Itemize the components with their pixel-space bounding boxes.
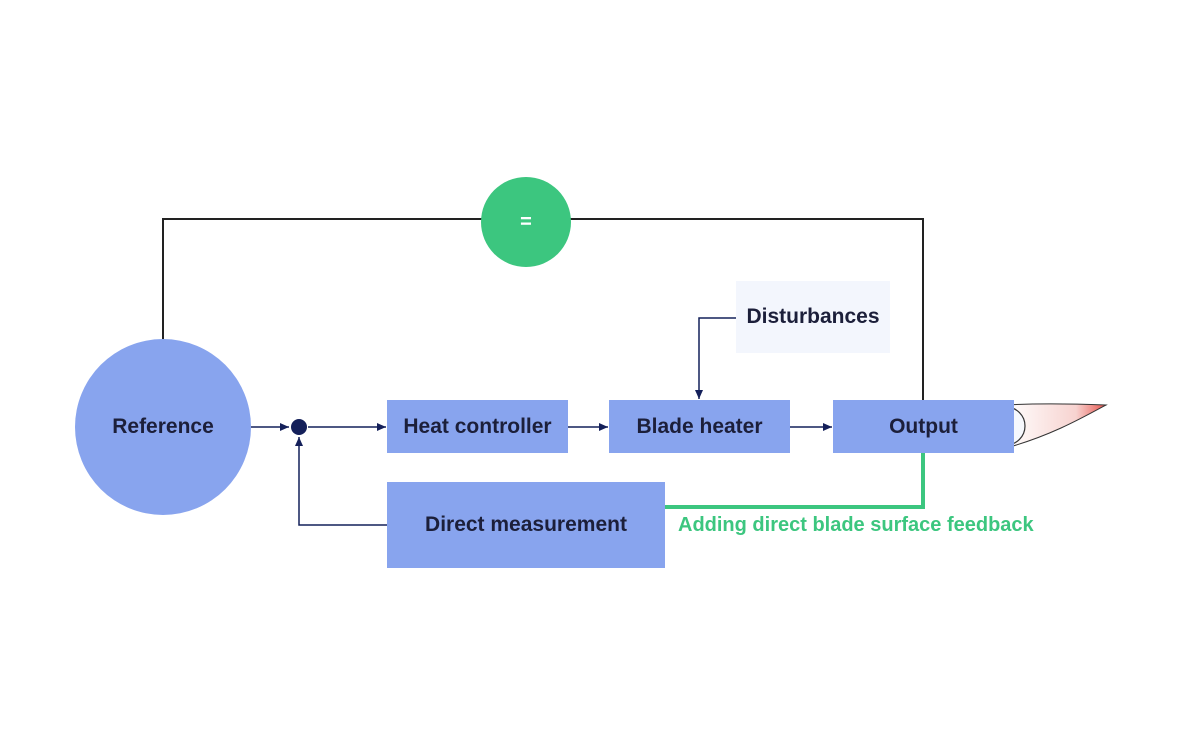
reference-circle: Reference bbox=[75, 339, 251, 515]
disturbances-label: Disturbances bbox=[746, 305, 880, 328]
direct-measurement-block: Direct measurement bbox=[387, 482, 665, 568]
output-block: Output bbox=[833, 400, 1014, 453]
summing-junction bbox=[291, 419, 307, 435]
blade-heater-label: Blade heater bbox=[636, 414, 763, 438]
heat-controller-block: Heat controller bbox=[387, 400, 568, 453]
disturbances-box: Disturbances bbox=[736, 281, 890, 353]
direct-feedback-line bbox=[665, 453, 925, 509]
compare-label: = bbox=[520, 210, 532, 233]
feedback-arrow bbox=[295, 437, 387, 526]
blade-heater-block: Blade heater bbox=[609, 400, 790, 453]
disturbances-arrow bbox=[695, 317, 736, 399]
reference-label: Reference bbox=[112, 415, 214, 438]
compare-circle: = bbox=[481, 177, 571, 267]
output-label: Output bbox=[889, 414, 958, 438]
feedback-annotation: Adding direct blade surface feedback bbox=[678, 514, 1034, 536]
heat-controller-label: Heat controller bbox=[403, 414, 552, 438]
direct-measurement-label: Direct measurement bbox=[425, 513, 627, 536]
